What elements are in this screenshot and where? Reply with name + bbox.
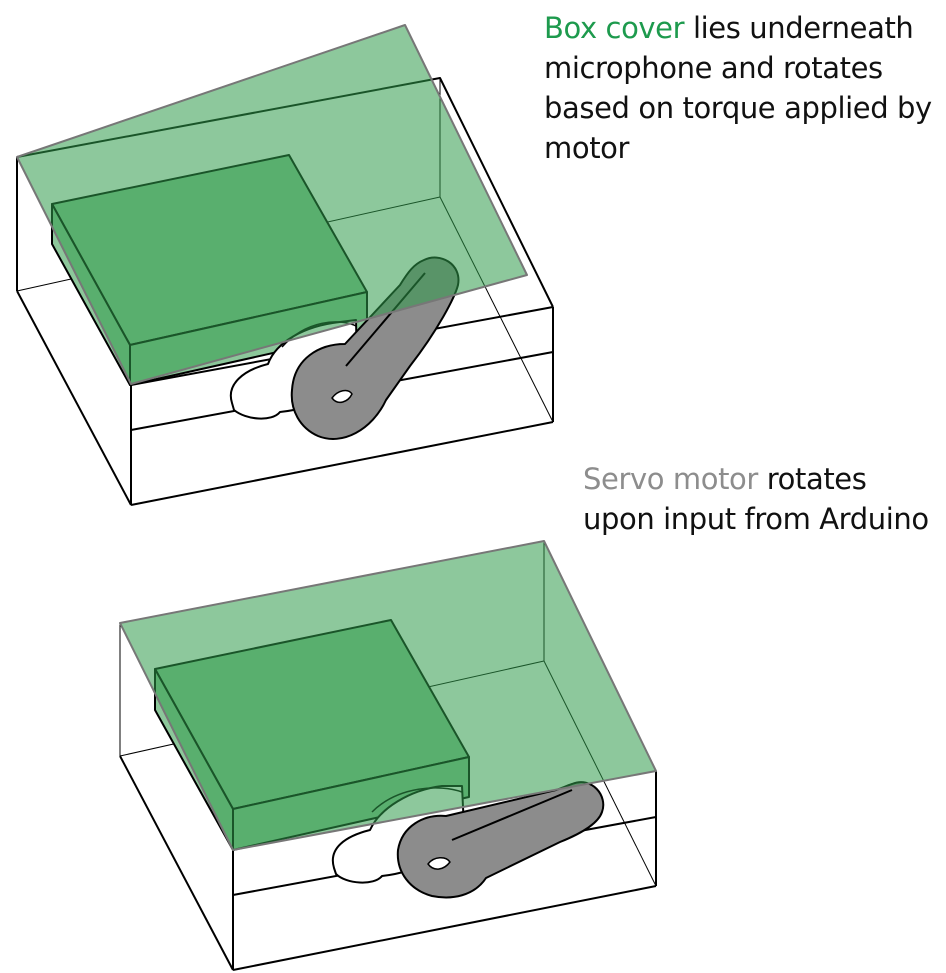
top-assembly bbox=[16, 24, 554, 506]
servo-caption-text: rotates upon input from Arduino bbox=[583, 462, 929, 536]
cover-caption-highlight: Box cover bbox=[544, 11, 685, 45]
top-box-cover bbox=[16, 24, 528, 385]
bottom-assembly bbox=[119, 540, 657, 971]
servo-caption: Servo motor rotates upon input from Ardu… bbox=[583, 459, 943, 539]
servo-caption-highlight: Servo motor bbox=[583, 462, 758, 496]
bottom-box-cover bbox=[119, 540, 657, 851]
cover-caption: Box cover lies underneath microphone and… bbox=[544, 8, 944, 168]
bottom-servo-motor bbox=[396, 781, 605, 899]
cover-caption-text: lies underneath microphone and rotates b… bbox=[544, 11, 932, 165]
